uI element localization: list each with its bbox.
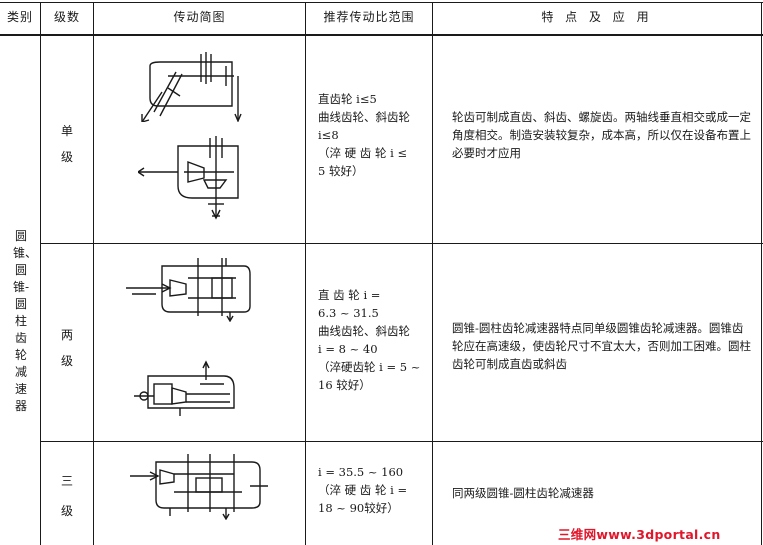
stage-label-3: 三级 [60,474,73,518]
ratio-line: （淬 硬 齿 轮 i ≤ [318,146,408,160]
col-line-1 [40,2,41,545]
header-ratio: 推荐传动比范围 [323,10,415,24]
ratio-line: （淬硬齿轮 i = 5 ~ [318,360,421,374]
stage-label-1: 单级 [60,124,73,164]
ratio-line: 16 较好） [318,378,371,392]
watermark-logo: 三维网www.3dportal.cn [558,527,721,542]
features-cell-1: 轮齿可制成直齿、斜齿、螺旋齿。两轴线垂直相交或成一定角度相交。制造安装较复杂，成… [452,110,751,160]
col-line-2 [93,2,94,545]
header-diagram: 传动简图 [173,10,226,24]
features-cell-2: 圆锥-圆柱齿轮减速器特点同单级圆锥齿轮减速器。圆锥齿轮应在高速级，使齿轮尺寸不宜… [452,321,751,371]
ratio-line: 曲线齿轮、斜齿轮 [318,324,410,338]
ratio-line: 直齿轮 i≤5 [318,92,377,106]
diagram-three-stage [130,448,270,520]
header-features: 特 点 及 应 用 [541,10,653,24]
row-divider-2 [40,441,763,442]
ratio-cell-1: 直齿轮 i≤5 曲线齿轮、斜齿轮 i≤8 （淬 硬 齿 轮 i ≤ 5 较好） [318,90,430,180]
ratio-line: 6.3 ~ 31.5 [318,306,379,320]
diagram-single-stage-angled [138,44,248,122]
category-label: 圆锥、圆锥-圆柱齿轮减速器 [13,229,38,413]
col-line-5 [761,2,762,545]
ratio-cell-3: i = 35.5 ~ 160 （淬 硬 齿 轮 i = 18 ~ 90较好） [318,463,430,517]
diagram-two-stage-horizontal [126,254,256,322]
diagram-single-stage-bevel [138,132,248,224]
ratio-line: （淬 硬 齿 轮 i = [318,483,408,497]
diagram-two-stage-vertical [134,358,244,418]
header-category: 类别 [6,10,33,24]
ratio-line: 18 ~ 90较好） [318,501,399,515]
corner-mark: — [728,0,738,5]
col-line-3 [305,2,306,545]
ratio-line: 曲线齿轮、斜齿轮 [318,110,410,124]
stage-label-2: 两级 [60,328,73,368]
ratio-cell-2: 直 齿 轮 i = 6.3 ~ 31.5 曲线齿轮、斜齿轮 i = 8 ~ 40 （淬硬… [318,286,430,394]
header-top-rule [0,2,763,3]
col-line-4 [432,2,433,545]
ratio-line: 直 齿 轮 i = [318,288,381,302]
header-bottom-rule [0,34,763,36]
header-stages: 级数 [53,10,80,24]
row-divider-1 [40,243,763,244]
ratio-line: i = 35.5 ~ 160 [318,465,404,479]
features-cell-3: 同两级圆锥-圆柱齿轮减速器 [452,486,594,500]
ratio-line: i≤8 [318,128,339,142]
ratio-line: 5 较好） [318,164,364,178]
ratio-line: i = 8 ~ 40 [318,342,378,356]
